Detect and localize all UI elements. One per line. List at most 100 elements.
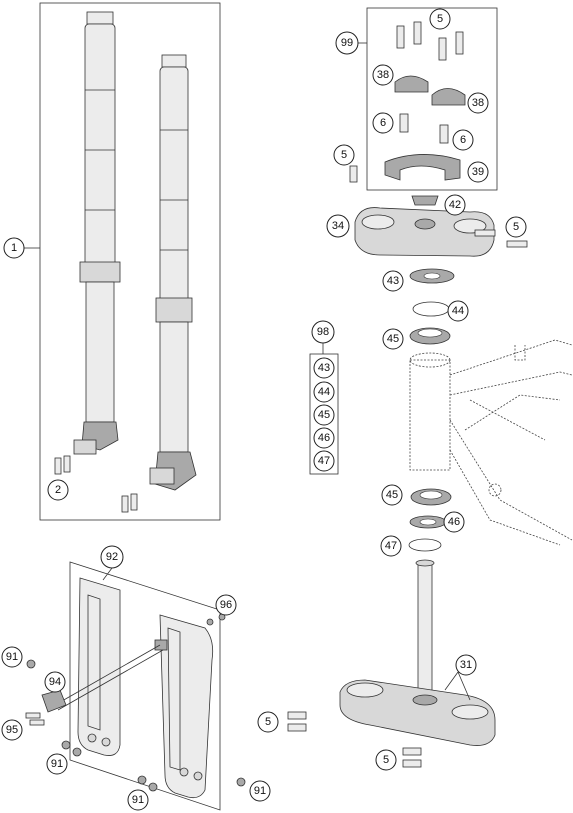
callout-42: 42: [444, 194, 466, 216]
callout-94: 94: [44, 671, 66, 693]
upper-clamp-b: [431, 88, 466, 106]
svg-text:38: 38: [472, 97, 484, 109]
lower-clamp: [384, 154, 461, 181]
callout-5-loose: 5: [333, 144, 355, 166]
callout-45-top: 45: [382, 328, 404, 350]
callout-95: 95: [1, 719, 23, 741]
svg-text:44: 44: [452, 305, 464, 317]
callout-98: 98: [311, 320, 335, 344]
kit-98-item-47: 47: [313, 450, 335, 472]
fork-guard-left: [77, 577, 121, 756]
callout-5-clamp: 5: [505, 216, 527, 238]
steering-nut: [411, 195, 439, 206]
svg-text:5: 5: [341, 149, 347, 161]
svg-text:43: 43: [387, 275, 399, 287]
svg-text:5: 5: [437, 13, 443, 25]
svg-text:5: 5: [513, 221, 519, 233]
svg-text:31: 31: [460, 659, 472, 671]
svg-text:34: 34: [332, 220, 344, 232]
ring-47: [408, 538, 442, 552]
svg-text:2: 2: [55, 484, 61, 496]
clamp-kit-frame: [366, 7, 498, 191]
kit-98-item-44: 44: [313, 381, 335, 403]
svg-text:91: 91: [254, 785, 266, 797]
fork-guards-group: 92 94 95 96: [1, 545, 271, 811]
bolt-5-mid-b: [287, 723, 307, 732]
svg-text:92: 92: [106, 551, 118, 563]
callout-31: 31: [455, 654, 477, 676]
svg-text:91: 91: [51, 758, 63, 770]
svg-text:95: 95: [6, 724, 18, 736]
bolts-2-right: [121, 493, 138, 513]
svg-text:42: 42: [449, 199, 461, 211]
callout-38-b: 38: [467, 92, 489, 114]
ring-44: [412, 301, 450, 317]
svg-text:99: 99: [341, 37, 353, 49]
svg-text:45: 45: [386, 489, 398, 501]
clamp-kit-group: 99 5 38 38 6 6: [335, 7, 498, 191]
svg-text:46: 46: [448, 516, 460, 528]
lower-triple-clamp: [339, 559, 496, 746]
kit-98-item-46: 46: [313, 427, 335, 449]
bolt-5-mid-a: [287, 711, 307, 720]
svg-text:47: 47: [385, 540, 397, 552]
callout-34: 34: [326, 214, 350, 238]
callout-5-kit: 5: [429, 8, 451, 30]
bolt-5-lower-b: [402, 759, 422, 768]
callout-96: 96: [215, 594, 237, 616]
callout-38-a: 38: [372, 64, 394, 86]
bolts-2-left: [54, 455, 71, 475]
clamp-bolt-a: [474, 229, 496, 237]
kit-98-item-43: 43: [313, 357, 335, 379]
fork-leg-right: [149, 54, 197, 491]
svg-text:39: 39: [472, 166, 484, 178]
svg-text:91: 91: [132, 794, 144, 806]
steering-stem: [417, 562, 433, 694]
fork-group-frame: [39, 2, 221, 521]
svg-text:43: 43: [318, 362, 330, 374]
svg-text:5: 5: [383, 754, 389, 766]
callout-92: 92: [100, 545, 124, 569]
svg-text:6: 6: [380, 117, 386, 129]
callout-46: 46: [443, 511, 465, 533]
callout-5-lower: 5: [375, 749, 397, 771]
svg-text:46: 46: [318, 432, 330, 444]
svg-text:45: 45: [318, 409, 330, 421]
callout-6-a: 6: [372, 112, 394, 134]
callout-1: 1: [3, 237, 25, 259]
upper-triple-clamp: [354, 195, 495, 257]
part-94: [41, 689, 67, 713]
callout-91-a: 91: [1, 646, 23, 668]
svg-text:44: 44: [318, 386, 330, 398]
fork-guard-right: [159, 614, 214, 799]
kit-98-group: 98 43 44 45 46 47: [309, 320, 339, 475]
fork-leg-left: [73, 11, 121, 455]
bolt-5-loose: [349, 165, 358, 183]
callout-91-d: 91: [249, 780, 271, 802]
callout-44: 44: [447, 300, 469, 322]
kit-98-item-45: 45: [313, 404, 335, 426]
svg-text:91: 91: [6, 651, 18, 663]
svg-text:98: 98: [317, 326, 329, 338]
svg-text:96: 96: [220, 599, 232, 611]
svg-text:6: 6: [460, 134, 466, 146]
svg-text:45: 45: [387, 333, 399, 345]
callout-91-c: 91: [127, 789, 149, 811]
callout-43: 43: [382, 270, 404, 292]
callout-99: 99: [335, 31, 359, 55]
upper-clamp-a: [394, 75, 429, 93]
fork-guards-frame: [69, 561, 221, 811]
svg-text:1: 1: [11, 242, 17, 254]
bolt-5-lower-a: [402, 747, 422, 756]
svg-text:5: 5: [265, 716, 271, 728]
svg-text:47: 47: [318, 455, 330, 467]
callout-5-mid: 5: [257, 711, 279, 733]
callout-45-bottom: 45: [381, 484, 403, 506]
svg-text:38: 38: [377, 69, 389, 81]
callout-39: 39: [467, 161, 489, 183]
callout-47: 47: [380, 535, 402, 557]
callout-91-b: 91: [46, 753, 68, 775]
frame-head-tube: [409, 339, 573, 546]
kit-98-frame: [309, 353, 339, 475]
callout-2: 2: [47, 479, 69, 501]
